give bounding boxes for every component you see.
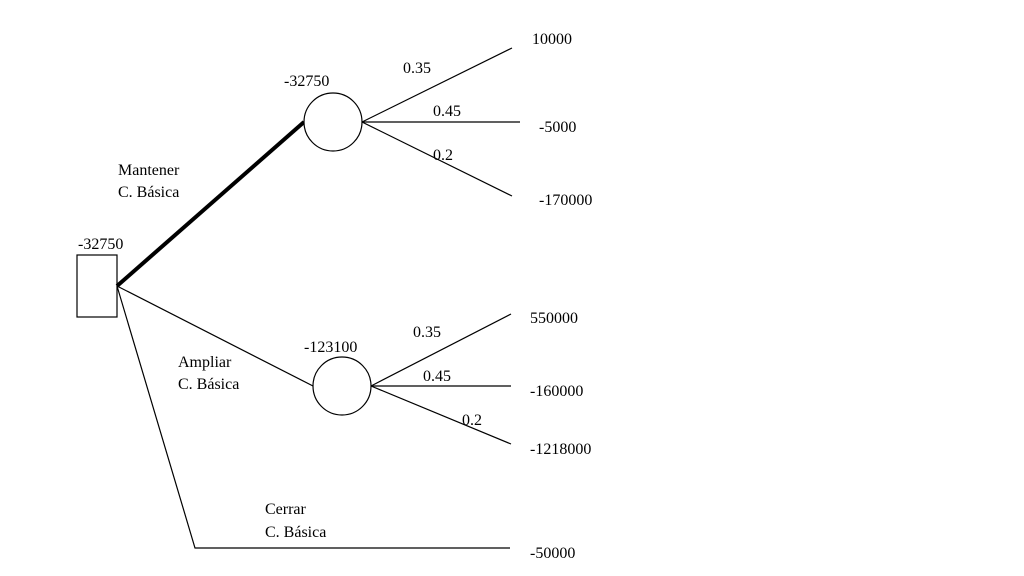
outcome-line: [361, 47, 513, 123]
branch-cerrar: [116, 285, 510, 549]
outcome-line: [370, 385, 512, 445]
branch-cerrar-label-line2: C. Básica: [265, 524, 326, 541]
outcome-payoff: 550000: [530, 310, 578, 327]
chance-node-ampliar-value: -123100: [304, 339, 357, 356]
branch-cerrar-label-line1: Cerrar: [265, 501, 307, 518]
outcome-probability: 0.45: [423, 368, 451, 385]
outcome-payoff: -1218000: [530, 441, 591, 458]
branch-ampliar: [116, 285, 314, 387]
outcome-line: [370, 313, 512, 387]
outcome-probability: 0.45: [433, 103, 461, 120]
outcome-probability: 0.2: [462, 412, 482, 429]
outcome-payoff: 10000: [532, 31, 572, 48]
outcome-probability: 0.35: [403, 60, 431, 77]
chance-node-mantener-value: -32750: [284, 73, 329, 90]
outcome-payoff: -5000: [539, 119, 576, 136]
branch-ampliar-label-line2: C. Básica: [178, 376, 239, 393]
outcome-payoff: -170000: [539, 192, 592, 209]
decision-node: [76, 254, 118, 318]
outcome-probability: 0.2: [433, 147, 453, 164]
branch-mantener: [115, 120, 306, 288]
branch-mantener-label-line2: C. Básica: [118, 184, 179, 201]
branch-ampliar-label-line1: Ampliar: [178, 354, 232, 371]
outcome-line: [361, 121, 513, 197]
outcome-payoff: -50000: [530, 545, 575, 562]
decision-node-value: -32750: [78, 236, 123, 253]
chance-node-ampliar: [312, 356, 372, 416]
outcome-payoff: -160000: [530, 383, 583, 400]
branch-mantener-label-line1: Mantener: [118, 162, 180, 179]
chance-node-mantener: [303, 92, 363, 152]
outcome-probability: 0.35: [413, 324, 441, 341]
